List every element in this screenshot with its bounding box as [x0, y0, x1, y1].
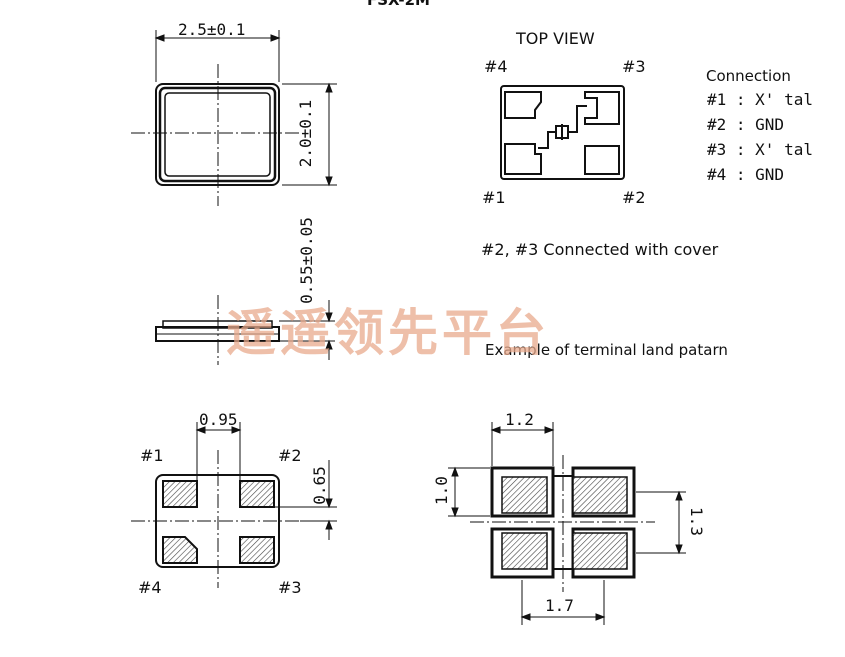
top-view-pin-2: #2 [622, 188, 646, 207]
bottom-pin-2: #2 [278, 446, 302, 465]
bottom-pads [162, 480, 275, 564]
height-dimension [282, 82, 337, 187]
width-dimension-label: 2.5±0.1 [178, 20, 246, 39]
pad-3 [239, 536, 275, 564]
land-pattern-pads [490, 466, 636, 579]
land-pitch-y-label: 1.3 [686, 507, 706, 536]
pad-spacing-dimension [195, 422, 242, 480]
pad-4 [162, 536, 198, 564]
bottom-pin-1: #1 [140, 446, 164, 465]
connection-row-1: #1 : X' tal [707, 90, 813, 109]
pad-1 [162, 480, 198, 508]
connection-row-3: #3 : X' tal [707, 140, 813, 159]
land-width-dimension [490, 422, 555, 466]
bottom-pin-4: #4 [138, 578, 162, 597]
cover-connection-note: #2, #3 Connected with cover [481, 240, 719, 259]
land-pitch-y-dimension [636, 490, 686, 555]
pad-spacing-label: 0.95 [199, 410, 238, 429]
pad-2 [239, 480, 275, 508]
bottom-pin-3: #3 [278, 578, 302, 597]
page-title: FSX-2M [367, 0, 430, 9]
height-dimension-label: 2.0±0.1 [296, 99, 316, 168]
top-view-pin-3: #3 [622, 57, 646, 76]
land-height-dimension [448, 466, 490, 518]
bottom-centerlines [131, 450, 300, 588]
land-pitch-x-dimension [520, 580, 606, 625]
connection-row-2: #2 : GND [707, 115, 785, 134]
top-view-title: TOP VIEW [516, 29, 595, 48]
thickness-dimension [279, 300, 335, 360]
thickness-dimension-label: 0.55±0.05 [296, 217, 316, 304]
pad-height-dimension [275, 460, 337, 540]
land-pitch-x-label: 1.7 [545, 596, 574, 615]
land-pattern-title: Example of terminal land patarn [485, 341, 728, 359]
width-dimension [154, 30, 281, 82]
connection-row-4: #4 : GND [707, 165, 785, 184]
top-view-pin-4: #4 [484, 57, 508, 76]
top-view-package [500, 85, 625, 180]
connection-title: Connection [706, 67, 791, 85]
package-side-view [155, 295, 280, 365]
pad-height-label: 0.65 [309, 466, 329, 505]
top-view-pin-1: #1 [482, 188, 506, 207]
land-centerlines [470, 455, 655, 592]
land-width-label: 1.2 [505, 410, 534, 429]
watermark-text: 遥遥领先平台 [226, 304, 550, 362]
package-centerlines [131, 64, 300, 206]
land-height-label: 1.0 [431, 476, 451, 505]
